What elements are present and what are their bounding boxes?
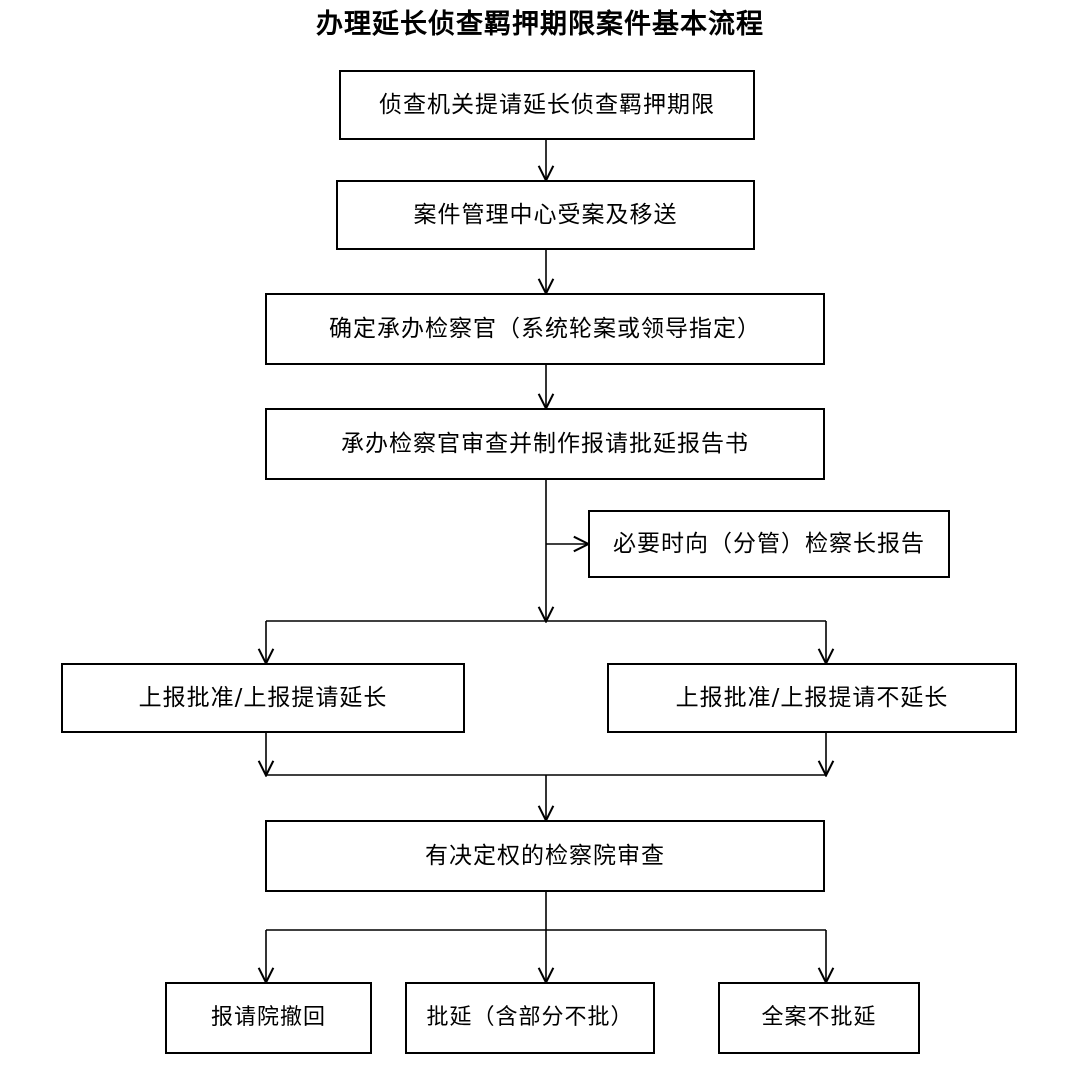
node-n6[interactable]: 上报批准/上报提请延长 (61, 663, 465, 733)
node-n3[interactable]: 确定承办检察官（系统轮案或领导指定） (265, 293, 825, 365)
node-n6-label: 上报批准/上报提请延长 (138, 685, 388, 711)
node-n3-label: 确定承办检察官（系统轮案或领导指定） (329, 316, 761, 342)
node-n9-label: 报请院撤回 (210, 1005, 326, 1030)
node-n2-label: 案件管理中心受案及移送 (413, 202, 678, 228)
node-n11-label: 全案不批延 (761, 1005, 877, 1030)
node-n5[interactable]: 必要时向（分管）检察长报告 (588, 510, 950, 578)
node-n8[interactable]: 有决定权的检察院审查 (265, 820, 825, 892)
node-n10-label: 批延（含部分不批） (426, 1005, 634, 1030)
node-n7-label: 上报批准/上报提请不延长 (675, 685, 949, 711)
node-n10[interactable]: 批延（含部分不批） (405, 982, 655, 1054)
node-n2[interactable]: 案件管理中心受案及移送 (336, 180, 755, 250)
node-n7[interactable]: 上报批准/上报提请不延长 (607, 663, 1017, 733)
node-n1[interactable]: 侦查机关提请延长侦查羁押期限 (339, 70, 755, 140)
node-n11[interactable]: 全案不批延 (718, 982, 920, 1054)
node-n8-label: 有决定权的检察院审查 (425, 843, 665, 869)
page-title: 办理延长侦查羁押期限案件基本流程 (316, 9, 764, 40)
node-n4-label: 承办检察官审查并制作报请批延报告书 (341, 431, 749, 457)
node-n4[interactable]: 承办检察官审查并制作报请批延报告书 (265, 408, 825, 480)
node-n1-label: 侦查机关提请延长侦查羁押期限 (379, 92, 715, 118)
node-n9[interactable]: 报请院撤回 (165, 982, 372, 1054)
node-n5-label: 必要时向（分管）检察长报告 (613, 531, 925, 557)
